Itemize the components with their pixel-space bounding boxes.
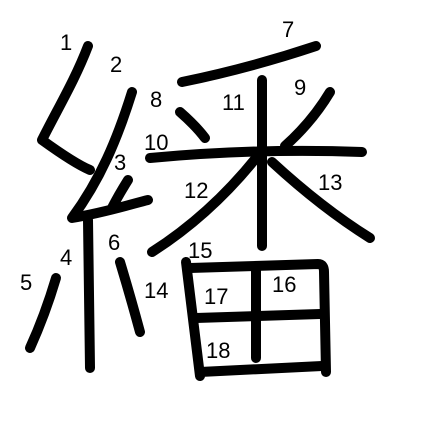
stroke-number-2: 2: [110, 52, 122, 77]
stroke-number-4: 4: [60, 245, 72, 270]
stroke-number-16: 16: [272, 272, 296, 297]
stroke-number-7: 7: [282, 17, 294, 42]
stroke-10: [145, 145, 367, 163]
stroke-15: [185, 259, 331, 377]
stroke-8: [175, 107, 210, 143]
stroke-number-9: 9: [294, 75, 306, 100]
stroke-number-6: 6: [108, 230, 120, 255]
stroke-number-8: 8: [150, 87, 162, 112]
stroke-number-5: 5: [20, 270, 32, 295]
stroke-12: [147, 153, 261, 257]
stroke-number-14: 14: [144, 278, 168, 303]
stroke-2: [67, 87, 153, 223]
stroke-5: [25, 273, 61, 353]
stroke-number-17: 17: [204, 284, 228, 309]
stroke-18a: [191, 309, 325, 323]
stroke-6: [115, 257, 145, 337]
stroke-3: [107, 175, 133, 213]
stroke-1: [37, 41, 95, 175]
stroke-9: [280, 87, 335, 151]
stroke-number-10: 10: [144, 130, 168, 155]
stroke-7: [177, 41, 321, 87]
stroke-number-11: 11: [222, 90, 245, 115]
character-strokes: [25, 41, 375, 381]
stroke-13: [267, 157, 375, 243]
stroke-number-18: 18: [206, 338, 230, 363]
stroke-number-3: 3: [114, 150, 126, 175]
stroke-number-12: 12: [184, 178, 208, 203]
stroke-number-13: 13: [318, 170, 342, 195]
stroke-18b: [195, 361, 327, 377]
stroke-number-15: 15: [188, 238, 212, 263]
stroke-number-1: 1: [60, 30, 72, 55]
stroke-4: [83, 215, 95, 373]
